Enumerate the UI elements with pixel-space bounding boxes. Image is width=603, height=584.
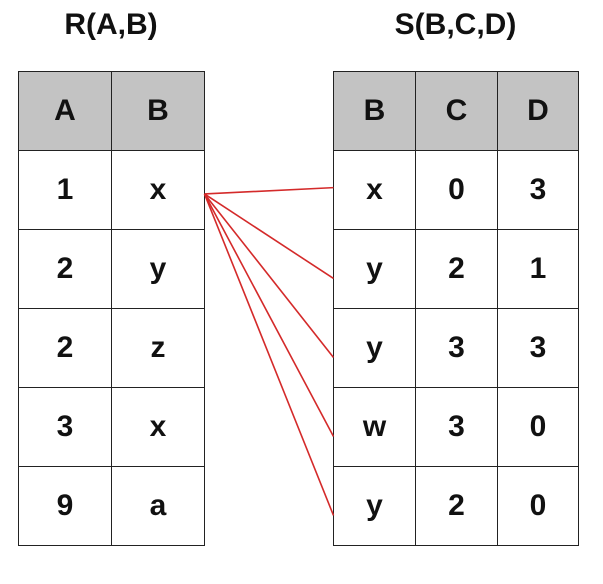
table-cell: y [333, 308, 416, 388]
table-cell: 3 [497, 150, 579, 230]
join-link-line [203, 193, 335, 358]
table-cell: y [333, 466, 416, 546]
relation-r-title: R(A,B) [64, 8, 158, 41]
table-cell: 3 [415, 387, 498, 467]
table-row: 2 z [18, 308, 205, 388]
table-row: x 0 3 [333, 150, 579, 230]
table-cell: a [111, 466, 205, 546]
table-cell: 3 [497, 308, 579, 388]
table-cell: x [111, 150, 205, 230]
table-cell: y [111, 229, 205, 309]
table-row: w 3 0 [333, 387, 579, 467]
join-link-line [204, 193, 334, 280]
table-cell: 0 [497, 466, 579, 546]
table-cell: 1 [18, 150, 112, 230]
table-row: y 2 0 [333, 466, 579, 546]
header-row: B C D [333, 71, 579, 151]
column-header-b: B [111, 71, 205, 151]
join-link-line [203, 193, 335, 516]
table-row: 2 y [18, 229, 205, 309]
table-cell: 0 [497, 387, 579, 467]
relation-s-title: S(B,C,D) [394, 8, 517, 41]
column-header-a: A [18, 71, 112, 151]
table-cell: y [333, 229, 416, 309]
table-cell: z [111, 308, 205, 388]
join-link-line [203, 193, 335, 437]
table-cell: 0 [415, 150, 498, 230]
column-header-b: B [333, 71, 416, 151]
table-cell: 3 [18, 387, 112, 467]
table-cell: x [111, 387, 205, 467]
join-link-line [204, 186, 334, 195]
table-cell: 2 [18, 308, 112, 388]
table-cell: 3 [415, 308, 498, 388]
table-row: y 3 3 [333, 308, 579, 388]
table-cell: 9 [18, 466, 112, 546]
table-row: 9 a [18, 466, 205, 546]
relation-r-table: A B 1 x 2 y 2 z 3 x 9 a [18, 71, 205, 546]
table-row: 3 x [18, 387, 205, 467]
column-header-d: D [497, 71, 579, 151]
table-cell: 2 [415, 229, 498, 309]
header-row: A B [18, 71, 205, 151]
table-row: 1 x [18, 150, 205, 230]
table-cell: x [333, 150, 416, 230]
table-cell: 2 [415, 466, 498, 546]
table-cell: w [333, 387, 416, 467]
table-row: y 2 1 [333, 229, 579, 309]
relation-s-table: B C D x 0 3 y 2 1 y 3 3 w 3 0 y 2 0 [333, 71, 579, 546]
table-cell: 2 [18, 229, 112, 309]
table-cell: 1 [497, 229, 579, 309]
column-header-c: C [415, 71, 498, 151]
